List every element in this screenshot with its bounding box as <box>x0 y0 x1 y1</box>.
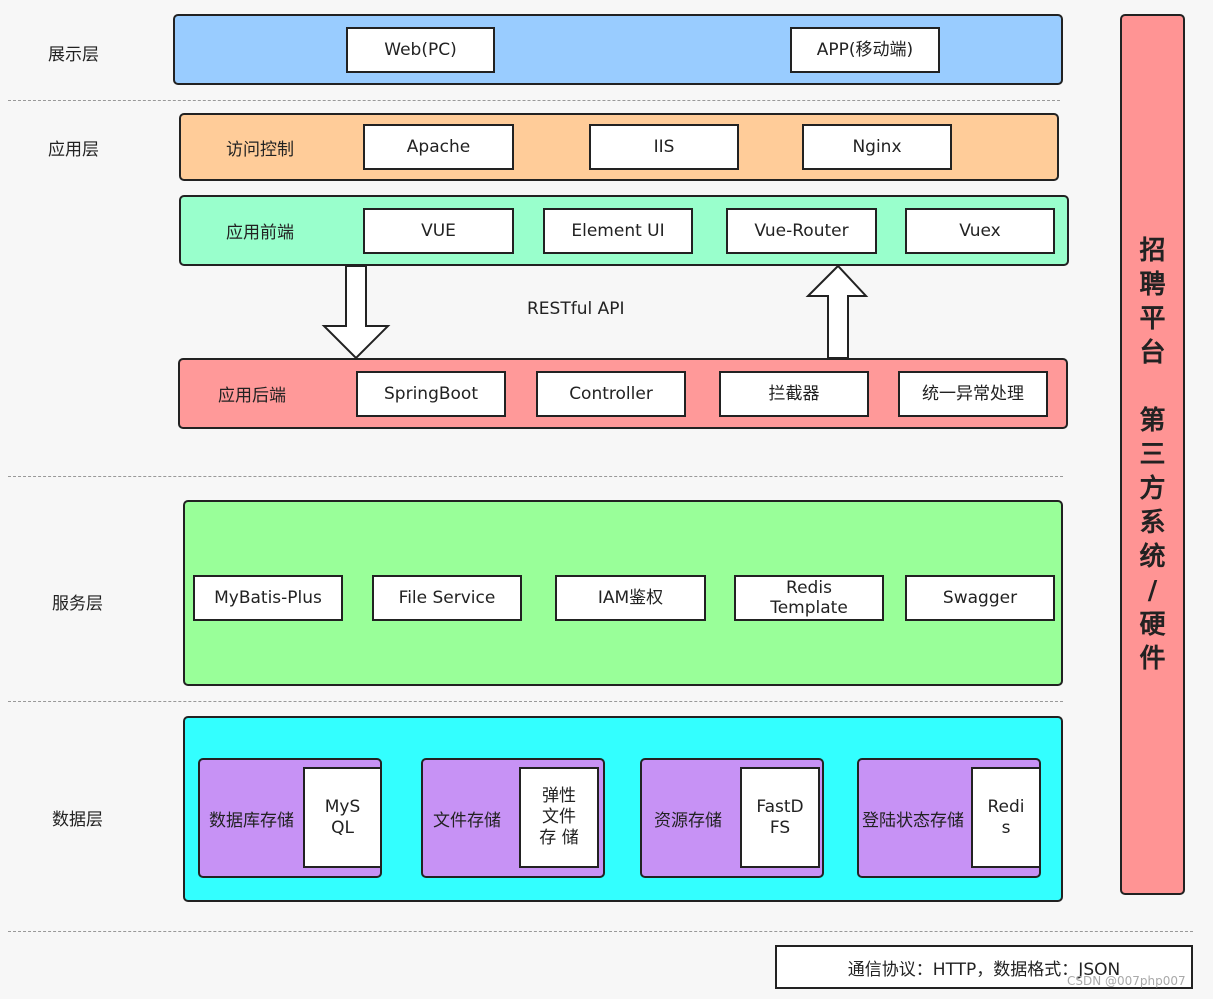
storage-resource-label: 资源存储 <box>654 810 722 831</box>
separator-3 <box>8 701 1063 702</box>
presentation-item-web: Web(PC) <box>346 27 495 73</box>
frontend-item-element-ui: Element UI <box>543 208 693 254</box>
footer-protocol: 通信协议：HTTP，数据格式：JSON <box>775 945 1193 989</box>
storage-file-label: 文件存储 <box>433 810 501 831</box>
frontend-item-vue: VUE <box>363 208 514 254</box>
backend-label: 应用后端 <box>218 386 286 406</box>
access-item-nginx: Nginx <box>802 124 952 170</box>
frontend-label: 应用前端 <box>226 223 294 243</box>
side-char: 平 <box>1139 303 1166 334</box>
service-item-file-service: File Service <box>372 575 522 621</box>
watermark: CSDN @007php007 <box>1067 974 1186 988</box>
layer-label-data: 数据层 <box>52 810 103 830</box>
access-control-label: 访问控制 <box>226 139 294 160</box>
frontend-item-vuex: Vuex <box>905 208 1055 254</box>
storage-login-state-value: Redi s <box>971 767 1041 868</box>
separator-4 <box>8 931 1193 932</box>
side-char: 三 <box>1139 439 1166 470</box>
frontend-item-vue-router: Vue-Router <box>726 208 877 254</box>
layer-label-presentation: 展示层 <box>48 45 99 65</box>
side-char: 统 <box>1139 541 1166 572</box>
presentation-item-app: APP(移动端) <box>790 27 940 73</box>
access-item-iis: IIS <box>589 124 739 170</box>
restful-api-label: RESTful API <box>527 299 625 319</box>
side-panel-third-party: 招 聘 平 台 第 三 方 系 统 / 硬 件 <box>1120 14 1185 895</box>
side-char: 方 <box>1139 473 1166 504</box>
separator-2 <box>8 476 1063 477</box>
layer-label-application: 应用层 <box>48 140 99 160</box>
side-char: 聘 <box>1139 269 1166 300</box>
side-char: 件 <box>1139 643 1166 674</box>
backend-item-controller: Controller <box>536 371 686 417</box>
side-char: 硬 <box>1139 609 1166 640</box>
side-char: 台 <box>1139 337 1166 368</box>
backend-item-interceptor: 拦截器 <box>719 371 869 417</box>
arrow-down-icon <box>321 265 391 360</box>
layer-label-service: 服务层 <box>52 594 103 614</box>
storage-resource-value: FastD FS <box>740 767 820 868</box>
backend-item-springboot: SpringBoot <box>356 371 506 417</box>
side-char: 系 <box>1139 507 1166 538</box>
side-char: 招 <box>1139 235 1166 266</box>
side-char: 第 <box>1139 405 1166 436</box>
arrow-up-icon <box>805 264 869 359</box>
service-item-swagger: Swagger <box>905 575 1055 621</box>
storage-login-state-label: 登陆状态存储 <box>862 810 964 831</box>
storage-file-value: 弹性 文件 存 储 <box>519 767 599 868</box>
access-item-apache: Apache <box>363 124 514 170</box>
storage-database-value: MyS QL <box>303 767 382 868</box>
service-item-redis-template: Redis Template <box>734 575 884 621</box>
service-item-mybatis-plus: MyBatis-Plus <box>193 575 343 621</box>
separator-1 <box>8 100 1060 101</box>
storage-database-label: 数据库存储 <box>209 810 294 831</box>
side-char: / <box>1147 575 1158 606</box>
service-item-iam: IAM鉴权 <box>555 575 706 621</box>
backend-item-exception-handling: 统一异常处理 <box>898 371 1048 417</box>
